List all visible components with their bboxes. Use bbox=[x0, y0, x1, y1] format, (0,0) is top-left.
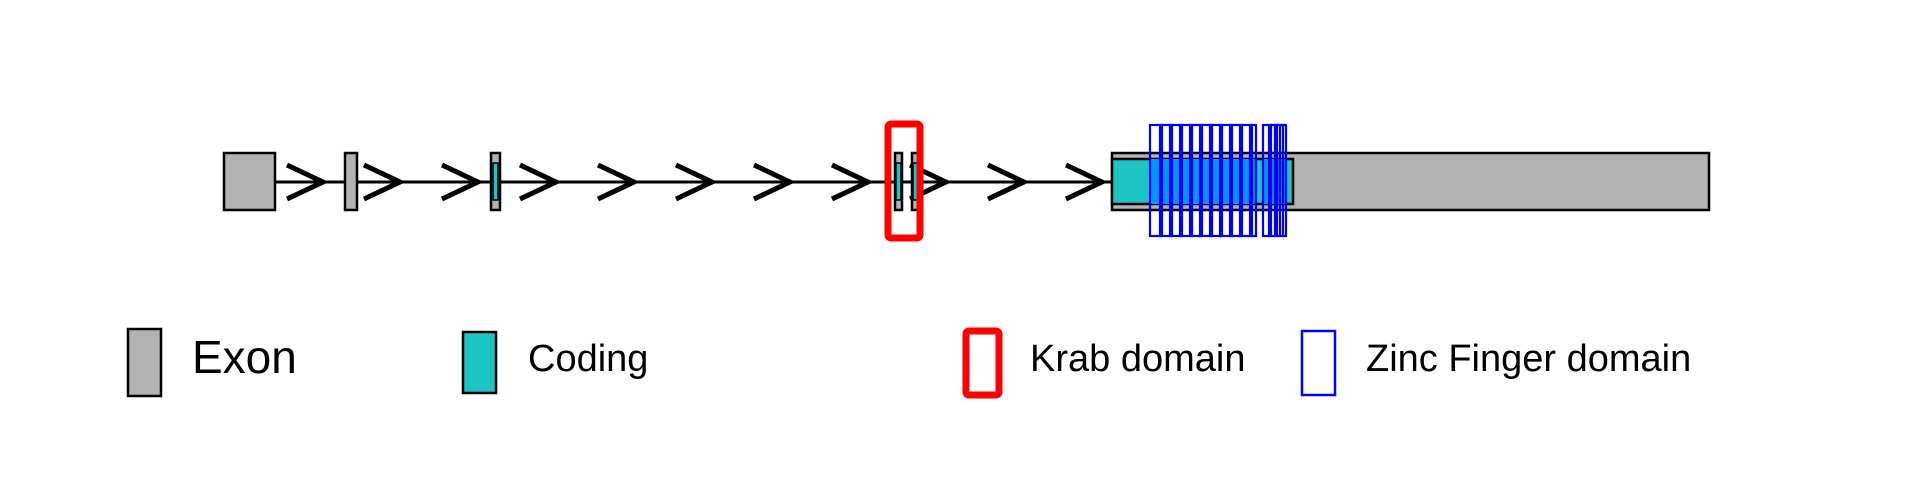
exon-2 bbox=[343, 151, 359, 212]
legend-exon-swatch bbox=[126, 327, 163, 398]
zinc-finger-box bbox=[1261, 123, 1273, 238]
zinc-finger-box bbox=[1218, 123, 1234, 238]
legend-coding-label: Coding bbox=[528, 338, 648, 380]
legend-exon-label: Exon bbox=[192, 331, 297, 383]
zinc-finger-box bbox=[1168, 123, 1184, 238]
intron-arrow bbox=[674, 162, 718, 202]
zinc-finger-box bbox=[1198, 123, 1214, 238]
intron-arrow bbox=[285, 162, 329, 202]
zinc-finger-box bbox=[1248, 123, 1258, 238]
legend-coding-swatch bbox=[461, 330, 498, 395]
legend-zinc-label: Zinc Finger domain bbox=[1366, 338, 1691, 380]
zinc-finger-box bbox=[1278, 123, 1288, 238]
intron-arrow bbox=[752, 162, 796, 202]
zinc-finger-box bbox=[1178, 123, 1194, 238]
intron-arrow bbox=[1064, 162, 1108, 202]
zinc-finger-box bbox=[1148, 123, 1164, 238]
legend-krab-label: Krab domain bbox=[1030, 338, 1245, 380]
legend: Exon Coding Krab domain Zinc Finger doma… bbox=[126, 327, 1691, 399]
intron-arrow bbox=[440, 162, 484, 202]
zinc-finger-box bbox=[1208, 123, 1224, 238]
zinc-finger-domains bbox=[1148, 123, 1288, 238]
intron-arrow bbox=[830, 162, 874, 202]
intron-arrow bbox=[362, 162, 406, 202]
intron-arrow bbox=[986, 162, 1030, 202]
intron-arrow bbox=[596, 162, 640, 202]
exon-3-coding bbox=[492, 162, 499, 201]
zinc-finger-box bbox=[1228, 123, 1244, 238]
zinc-finger-box bbox=[1238, 123, 1254, 238]
exon-4-coding bbox=[895, 162, 902, 201]
intron-arrow bbox=[518, 162, 562, 202]
legend-krab-swatch bbox=[962, 327, 1003, 399]
legend-zinc-swatch bbox=[1300, 329, 1337, 397]
zinc-finger-box bbox=[1158, 123, 1174, 238]
zinc-finger-box bbox=[1188, 123, 1204, 238]
exon-1 bbox=[222, 151, 277, 212]
zinc-finger-box bbox=[1267, 123, 1279, 238]
krab-domain-box bbox=[884, 120, 924, 242]
